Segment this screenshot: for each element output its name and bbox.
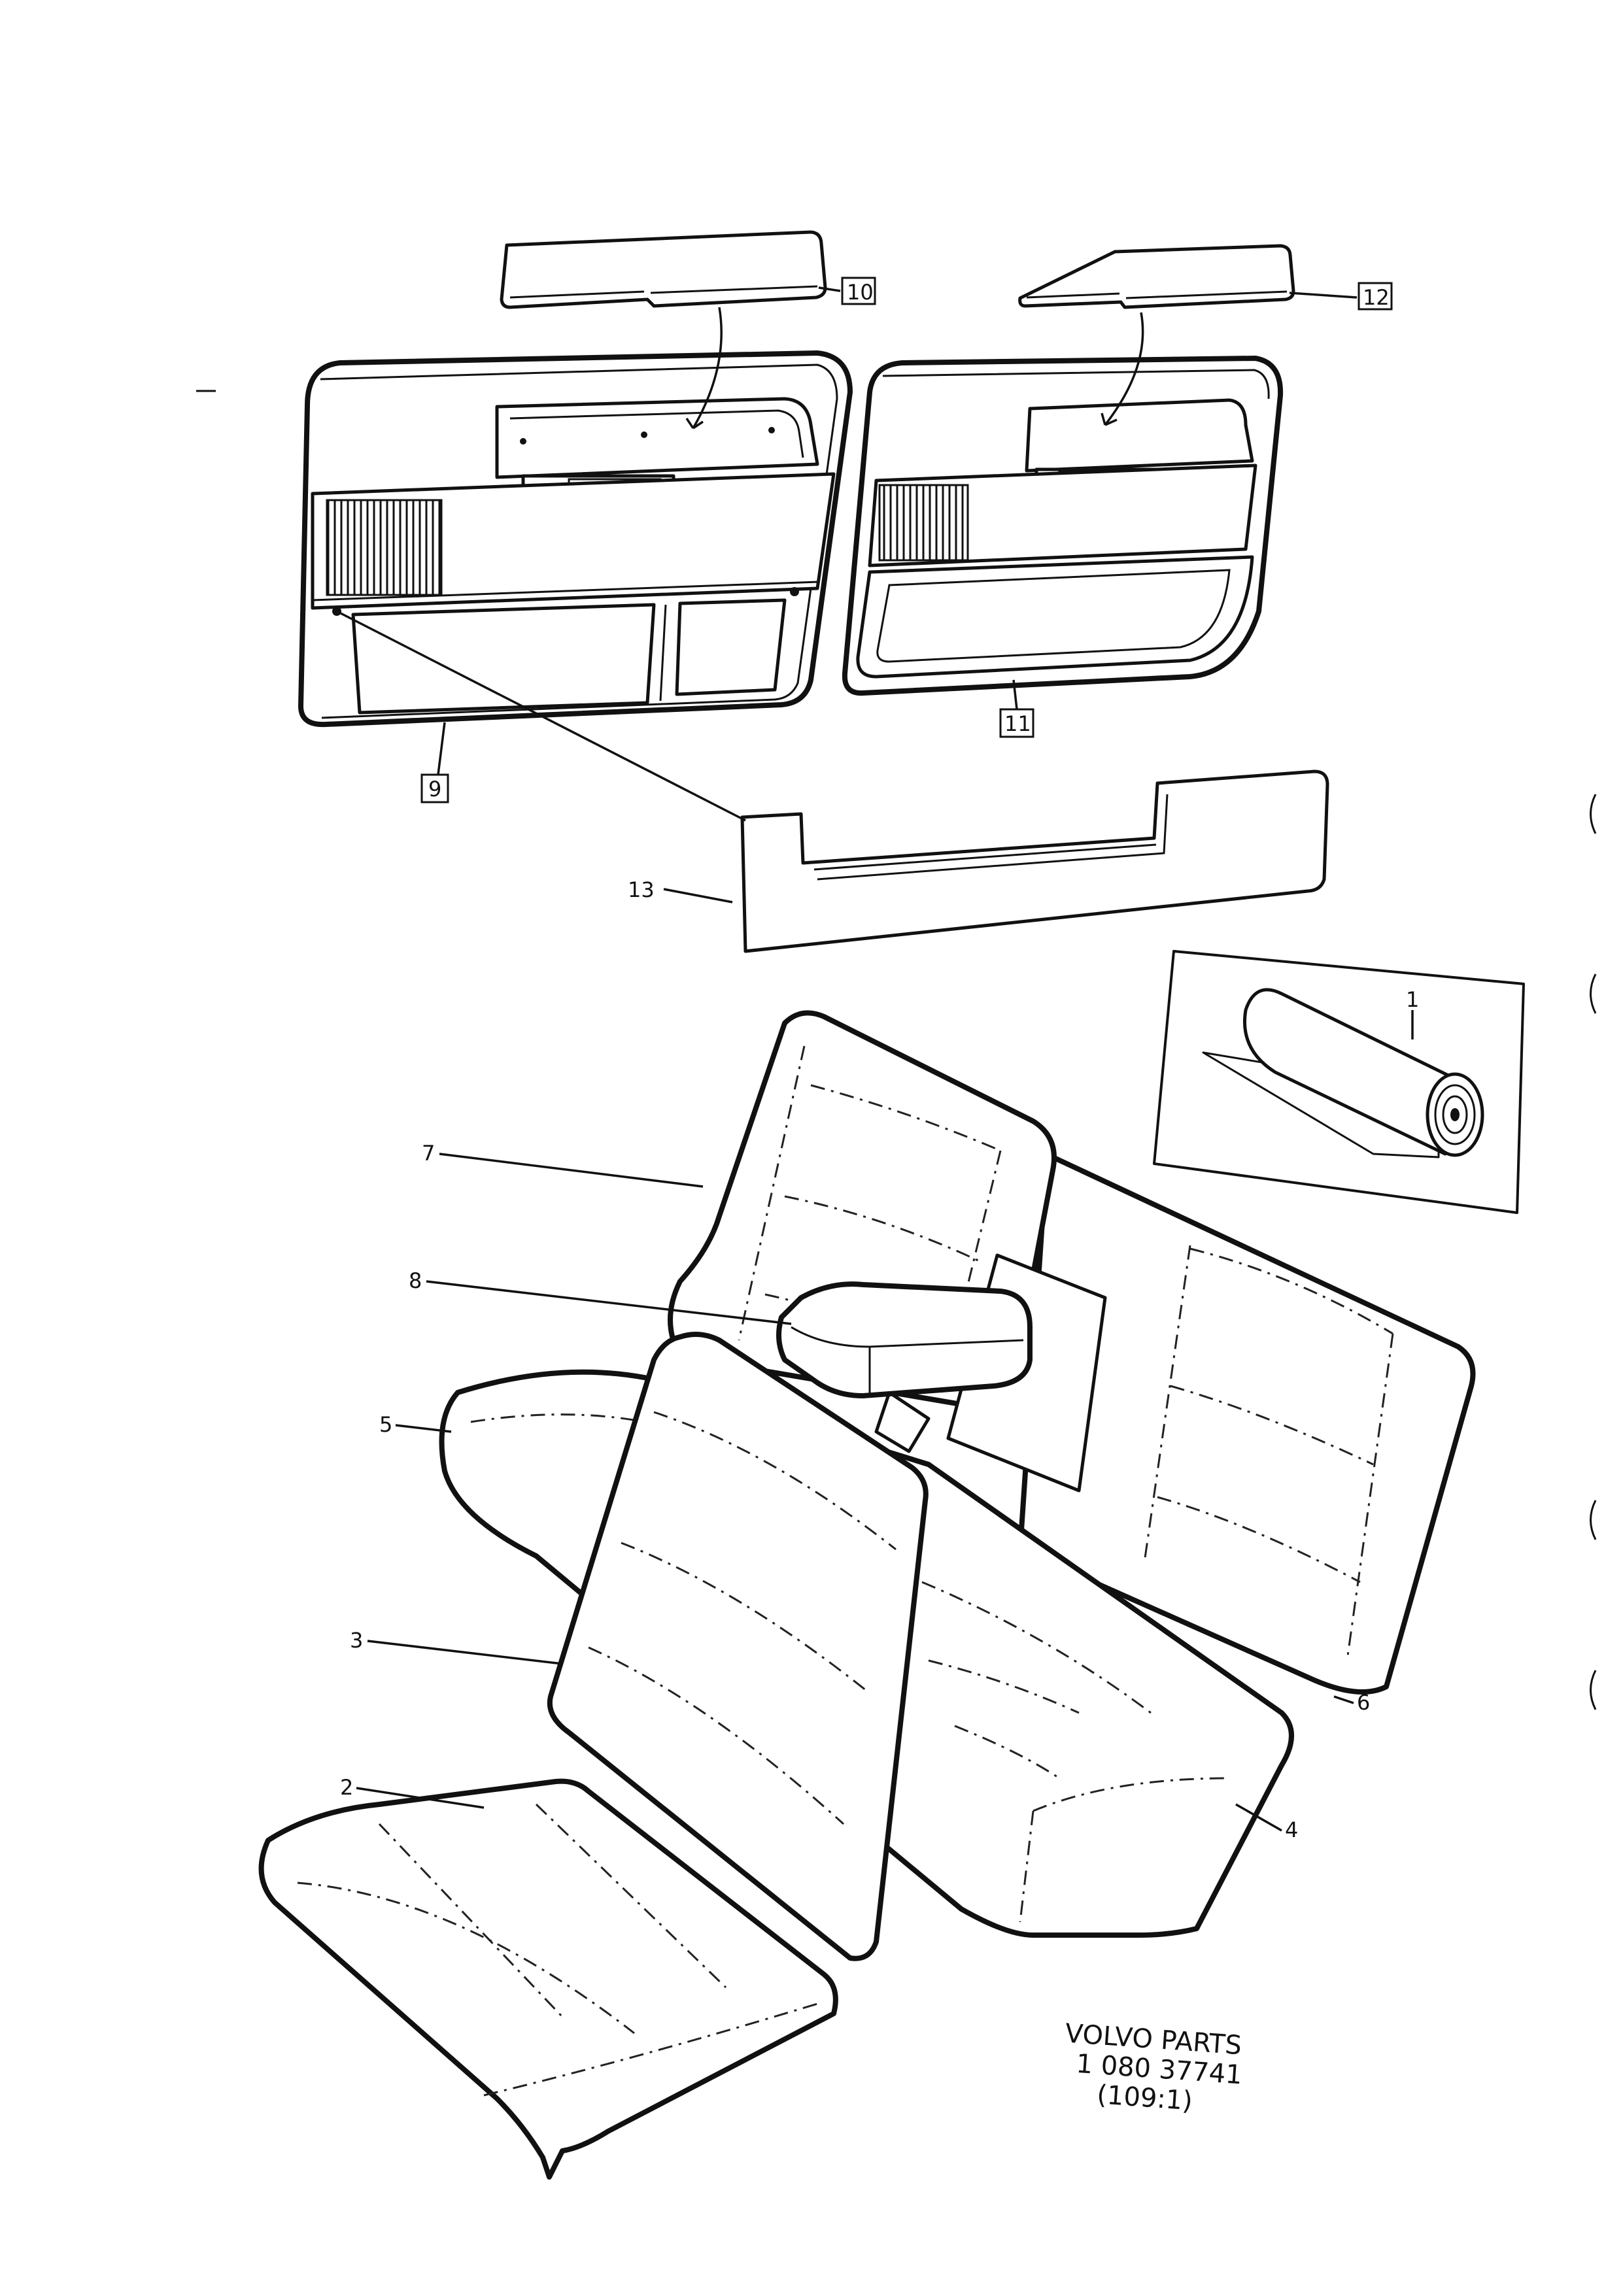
front-backrest-3 bbox=[547, 1332, 929, 1961]
trim-strip-12 bbox=[1018, 244, 1295, 309]
sill-trim-13 bbox=[740, 769, 1329, 953]
callout-3: 3 bbox=[350, 1628, 363, 1653]
callout-8: 8 bbox=[409, 1268, 422, 1293]
door-panel-11 bbox=[842, 356, 1284, 696]
callout-12: 12 bbox=[1363, 285, 1390, 310]
callout-11: 11 bbox=[1004, 711, 1031, 736]
leader-lines bbox=[336, 286, 1414, 1832]
trim-strip-10 bbox=[500, 230, 827, 309]
callout-box-10 bbox=[841, 277, 876, 305]
parts-stamp: VOLVO PARTS 1 080 37741 (109:1) bbox=[1064, 2019, 1243, 2117]
callout-13: 13 bbox=[628, 877, 655, 902]
armrest-8 bbox=[776, 1281, 1033, 1453]
callout-box-9 bbox=[420, 773, 449, 803]
margin-marks bbox=[196, 390, 1597, 1710]
callout-10: 10 bbox=[847, 280, 874, 305]
callout-2: 2 bbox=[340, 1775, 353, 1800]
stamp-line-3: (109:1) bbox=[1096, 2080, 1193, 2116]
front-cushion-2 bbox=[258, 1778, 838, 2180]
callout-1: 1 bbox=[1406, 987, 1419, 1012]
callout-6: 6 bbox=[1357, 1690, 1370, 1715]
door-panel-9 bbox=[298, 350, 853, 728]
callout-9: 9 bbox=[428, 777, 441, 802]
callout-4: 4 bbox=[1285, 1817, 1298, 1842]
fabric-roll-inset bbox=[1153, 950, 1525, 1214]
callout-labels: 10 12 9 11 13 1 7 8 5 3 2 6 4 bbox=[340, 277, 1419, 1842]
callout-box-12 bbox=[1358, 282, 1393, 311]
callout-7: 7 bbox=[422, 1141, 435, 1166]
callout-box-11 bbox=[999, 708, 1034, 738]
callout-5: 5 bbox=[379, 1412, 392, 1437]
